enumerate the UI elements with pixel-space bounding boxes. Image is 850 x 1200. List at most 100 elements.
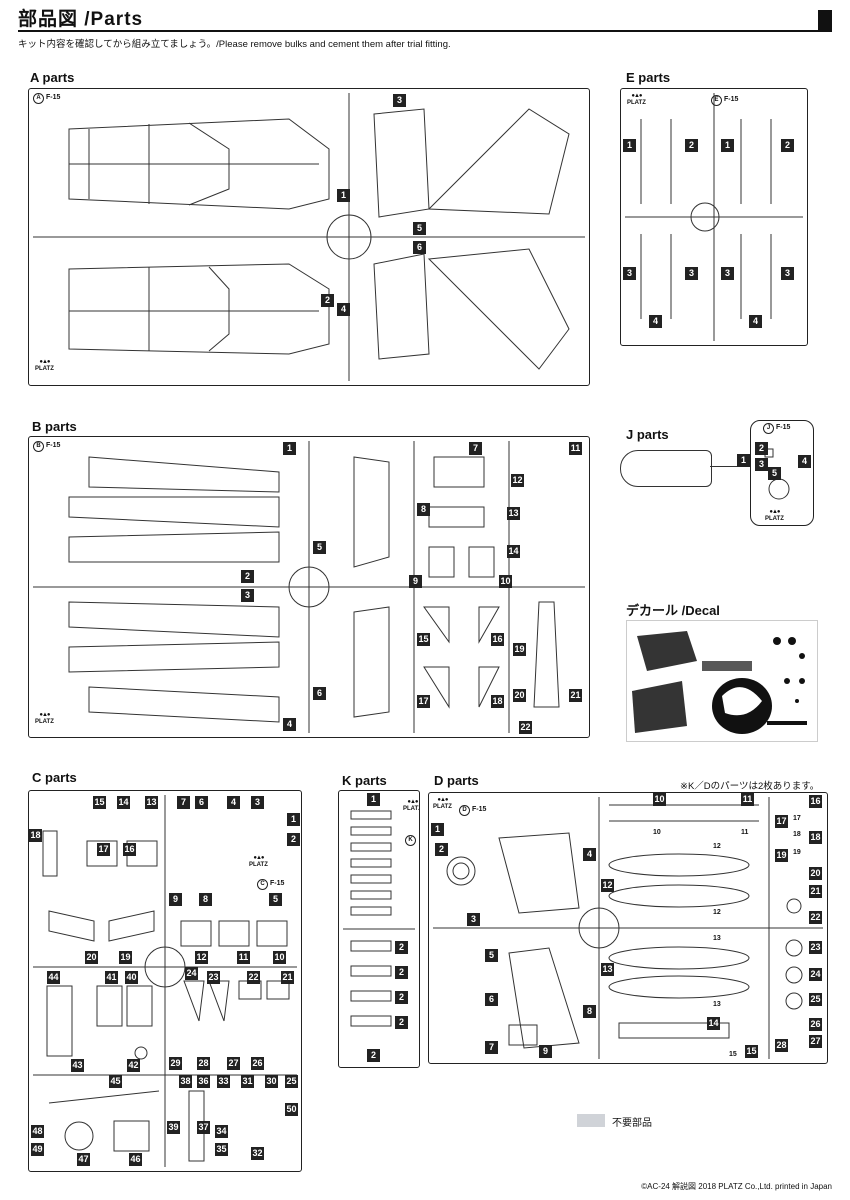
d-part-15: 15 bbox=[745, 1045, 758, 1058]
footer-credit: ©AC-24 解説図 2018 PLATZ Co.,Ltd. printed i… bbox=[641, 1182, 832, 1191]
a-parts-label: A parts bbox=[30, 70, 75, 85]
a-part-1: 1 bbox=[337, 189, 350, 202]
c-part-28: 28 bbox=[197, 1057, 210, 1070]
c-part-39: 39 bbox=[167, 1121, 180, 1134]
d-part-10: 10 bbox=[653, 793, 666, 806]
c-part-36: 36 bbox=[197, 1075, 210, 1088]
b-part-2: 2 bbox=[241, 570, 254, 583]
d-inline-13b: 13 bbox=[713, 1001, 721, 1008]
c-part-27: 27 bbox=[227, 1057, 240, 1070]
c-part-4: 4 bbox=[227, 796, 240, 809]
c-part-47: 47 bbox=[77, 1153, 90, 1166]
b-part-5: 5 bbox=[313, 541, 326, 554]
c-part-43: 43 bbox=[71, 1059, 84, 1072]
k-parts-label: K parts bbox=[342, 773, 387, 788]
c-part-8: 8 bbox=[199, 893, 212, 906]
c-part-25: 25 bbox=[285, 1075, 298, 1088]
b-part-15: 15 bbox=[417, 633, 430, 646]
e-part-3d: 3 bbox=[781, 267, 794, 280]
c-part-46: 46 bbox=[129, 1153, 142, 1166]
c-part-31: 31 bbox=[241, 1075, 254, 1088]
c-part-29: 29 bbox=[169, 1057, 182, 1070]
d-part-4: 4 bbox=[583, 848, 596, 861]
d-part-2: 2 bbox=[435, 843, 448, 856]
c-part-3: 3 bbox=[251, 796, 264, 809]
page-subtitle: キット内容を確認してから組み立てましょう。/Please remove bulk… bbox=[18, 39, 451, 50]
kd-note: ※K／Dのパーツは2枚あります。 bbox=[680, 781, 820, 792]
e-part-4a: 4 bbox=[649, 315, 662, 328]
c-part-35: 35 bbox=[215, 1143, 228, 1156]
c-part-21: 21 bbox=[281, 971, 294, 984]
a-platz-logo: ●▲●PLATZ bbox=[35, 359, 54, 372]
a-part-2: 2 bbox=[321, 294, 334, 307]
c-part-48: 48 bbox=[31, 1125, 44, 1138]
b-part-1: 1 bbox=[283, 442, 296, 455]
d-part-17: 17 bbox=[775, 815, 788, 828]
legend-swatch bbox=[577, 1114, 605, 1127]
d-part-16: 16 bbox=[809, 795, 822, 808]
c-part-26: 26 bbox=[251, 1057, 264, 1070]
d-part-22: 22 bbox=[809, 911, 822, 924]
e-part-2: 2 bbox=[685, 139, 698, 152]
c-part-30: 30 bbox=[265, 1075, 278, 1088]
decal-sheet bbox=[626, 620, 818, 742]
c-part-38: 38 bbox=[179, 1075, 192, 1088]
d-part-23: 23 bbox=[809, 941, 822, 954]
b-part-10: 10 bbox=[499, 575, 512, 588]
decal-artwork bbox=[632, 631, 807, 734]
j-parts-label: J parts bbox=[626, 427, 669, 442]
b-part-18: 18 bbox=[491, 695, 504, 708]
d-part-11: 11 bbox=[741, 793, 754, 806]
k-parts-tag: K bbox=[405, 835, 418, 846]
d-part-7: 7 bbox=[485, 1041, 498, 1054]
c-part-20: 20 bbox=[85, 951, 98, 964]
k-parts-frame: 1 ●▲●PLATZ K 2 2 2 2 2 bbox=[338, 790, 420, 1068]
d-platz-logo: ●▲●PLATZ bbox=[433, 797, 452, 810]
c-part-9: 9 bbox=[169, 893, 182, 906]
c-part-50: 50 bbox=[285, 1103, 298, 1116]
c-part-19: 19 bbox=[119, 951, 132, 964]
b-part-14: 14 bbox=[507, 545, 520, 558]
c-part-23: 23 bbox=[207, 971, 220, 984]
b-platz-logo: ●▲●PLATZ bbox=[35, 712, 54, 725]
b-part-9: 9 bbox=[409, 575, 422, 588]
d-part-20: 20 bbox=[809, 867, 822, 880]
j-part-1: 1 bbox=[737, 454, 750, 467]
d-part-12: 12 bbox=[601, 879, 614, 892]
b-part-8: 8 bbox=[417, 503, 430, 516]
b-parts-label: B parts bbox=[32, 419, 77, 434]
c-part-17: 17 bbox=[97, 843, 110, 856]
d-part-9: 9 bbox=[539, 1045, 552, 1058]
e-part-1b: 1 bbox=[721, 139, 734, 152]
e-parts-label: E parts bbox=[626, 70, 671, 85]
c-part-44: 44 bbox=[47, 971, 60, 984]
b-part-13: 13 bbox=[507, 507, 520, 520]
k-part-2d: 2 bbox=[395, 1016, 408, 1029]
c-part-12: 12 bbox=[195, 951, 208, 964]
b-part-21: 21 bbox=[569, 689, 582, 702]
d-part-1: 1 bbox=[431, 823, 444, 836]
d-part-6: 6 bbox=[485, 993, 498, 1006]
d-inline-15: 15 bbox=[729, 1051, 737, 1058]
e-part-4b: 4 bbox=[749, 315, 762, 328]
k-part-2e: 2 bbox=[367, 1049, 380, 1062]
title-bar: 部品図 /Parts bbox=[18, 9, 832, 32]
c-part-11: 11 bbox=[237, 951, 250, 964]
c-part-45: 45 bbox=[109, 1075, 122, 1088]
e-part-3b: 3 bbox=[685, 267, 698, 280]
j-part-4: 4 bbox=[798, 455, 811, 468]
c-part-18: 18 bbox=[29, 829, 42, 842]
c-part-1: 1 bbox=[287, 813, 300, 826]
j-part-2: 2 bbox=[755, 442, 768, 455]
a-part-6: 6 bbox=[413, 241, 426, 254]
j-part-3: 3 bbox=[755, 458, 768, 471]
c-part-32: 32 bbox=[251, 1147, 264, 1160]
b-part-11: 11 bbox=[569, 442, 582, 455]
d-inline-19: 19 bbox=[793, 849, 801, 856]
a-part-4: 4 bbox=[337, 303, 350, 316]
